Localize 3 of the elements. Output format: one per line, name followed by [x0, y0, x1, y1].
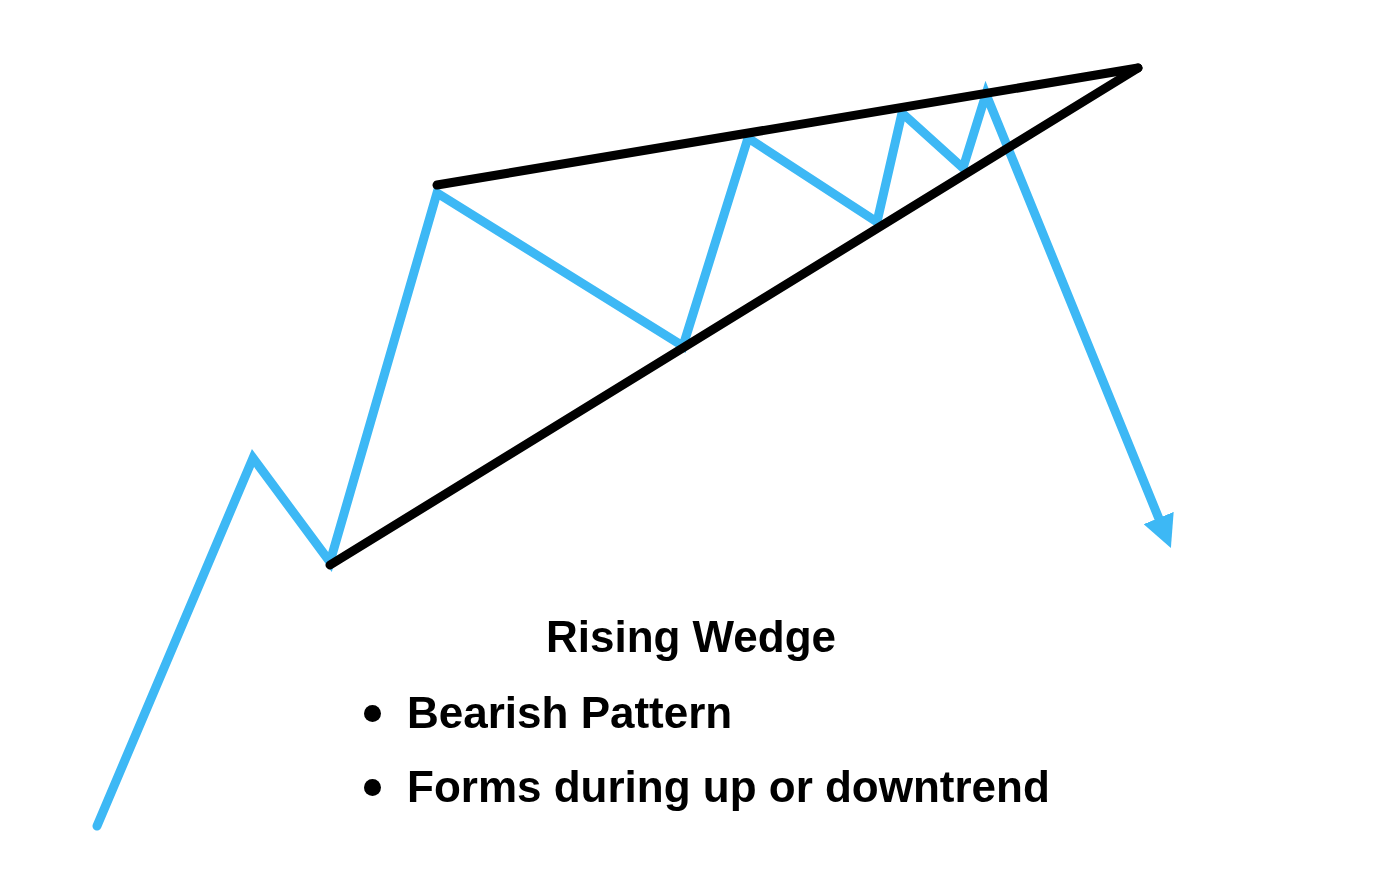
bullet-point-text: Bearish Pattern — [407, 688, 733, 738]
bullet-point-text: Forms during up or downtrend — [407, 762, 1050, 812]
title: Rising Wedge — [545, 612, 837, 661]
